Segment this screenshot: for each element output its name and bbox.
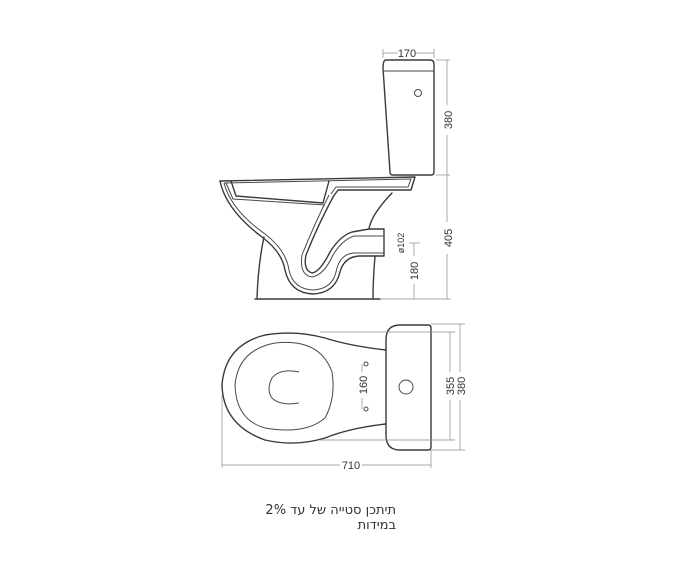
- side-dimensions: 170 380 405 ø102 180: [380, 48, 455, 300]
- cistern-tank-top: [385, 324, 432, 451]
- tank-width-label: 170: [398, 48, 416, 60]
- top-dimensions: 160 355 380 710: [221, 323, 468, 472]
- outlet-height-label: 180: [409, 262, 421, 280]
- tank-outer-width-label: 380: [456, 377, 468, 395]
- cistern-tank-side: [382, 59, 435, 176]
- flush-button-icon: [414, 89, 422, 97]
- bowl-height-label: 405: [443, 229, 455, 247]
- bowl-opening: [234, 341, 334, 431]
- seat-hole-spacing-label: 160: [358, 376, 370, 394]
- dimension-tolerance-note: תיתכן סטייה של עד 2% במידות: [265, 503, 396, 533]
- toilet-bowl-top: [221, 332, 387, 444]
- toilet-bowl-side: [219, 176, 416, 300]
- seat-hole-icon: [363, 406, 369, 412]
- outlet-diameter-label: ø102: [396, 233, 406, 254]
- total-length-label: 710: [342, 460, 360, 472]
- flush-button-top-icon: [398, 379, 414, 395]
- tank-inner-width-label: 355: [445, 377, 457, 395]
- top-view: 160 355 380 710: [221, 323, 468, 472]
- tank-height-label: 380: [443, 111, 455, 129]
- seat-hole-icon: [363, 361, 369, 367]
- side-view: 170 380 405 ø102 180: [219, 48, 455, 300]
